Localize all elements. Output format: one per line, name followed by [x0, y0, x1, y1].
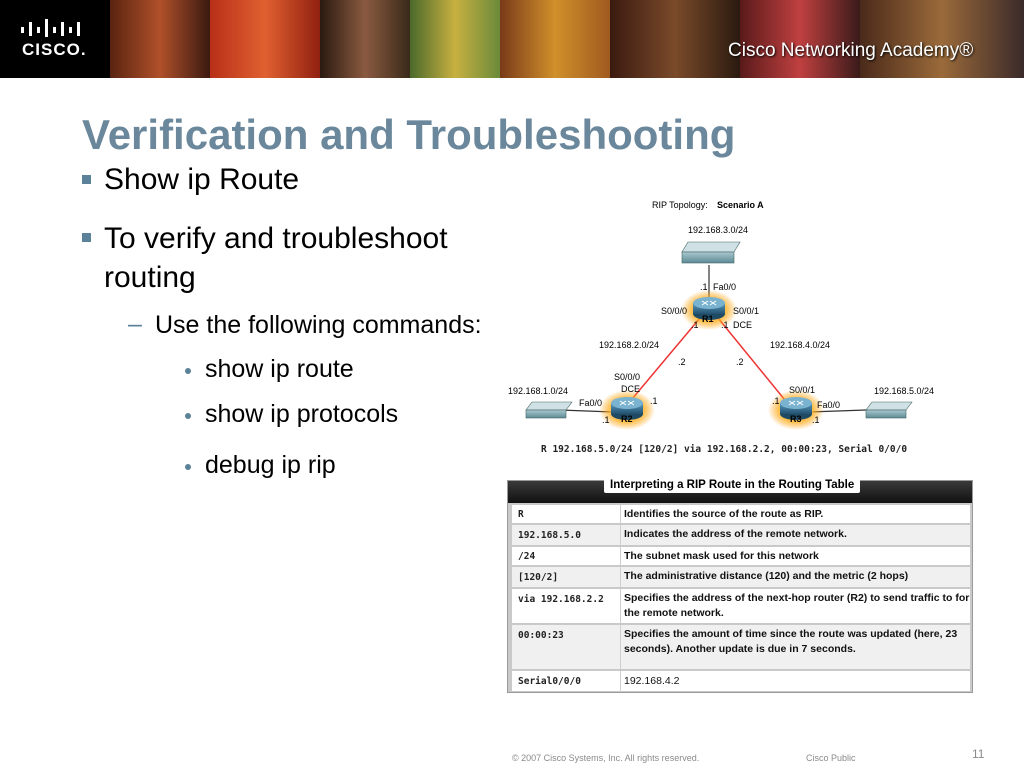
rip-row-key: via 192.168.2.2	[518, 594, 604, 605]
r1-s001-label: S0/0/1	[733, 306, 759, 316]
banner-photo-7	[740, 0, 860, 78]
banner-photo-6	[610, 0, 740, 78]
r1-fa-ip: .1	[700, 282, 708, 292]
column-divider	[620, 505, 621, 523]
bullet-verify-line1: To verify and troubleshoot	[104, 222, 448, 255]
net-label-r1-r2: 192.168.2.0/24	[599, 340, 659, 350]
command-show-ip-route: show ip route	[205, 355, 354, 383]
bullet-square-icon	[82, 233, 91, 242]
column-divider	[620, 671, 621, 691]
net-label-left: 192.168.1.0/24	[508, 386, 568, 396]
command-show-ip-protocols: show ip protocols	[205, 400, 399, 428]
banner-photo-5	[500, 0, 610, 78]
banner-photo-1	[110, 0, 210, 78]
r2-s-ip: .1	[650, 396, 658, 406]
column-divider	[620, 547, 621, 565]
rip-row-key: /24	[518, 551, 536, 562]
column-divider	[620, 625, 621, 669]
banner-photo-3	[320, 0, 410, 78]
r2-dce-label: DCE	[621, 384, 640, 394]
column-divider	[620, 525, 621, 545]
cisco-logo-bars-icon	[21, 19, 80, 37]
column-divider	[620, 589, 621, 623]
rip-row-value: 192.168.4.2	[624, 675, 680, 687]
r3-s-ip: .1	[772, 396, 780, 406]
net-label-right: 192.168.5.0/24	[874, 386, 934, 396]
rip-row-value: Specifies the address of the next-hop ro…	[624, 592, 970, 619]
bullet-square-icon	[82, 175, 91, 184]
rip-row-value: Specifies the amount of time since the r…	[624, 628, 958, 655]
bullet-dot-icon	[185, 368, 191, 374]
table-row: /24 The subnet mask used for this networ…	[512, 547, 970, 565]
bullet-dot-icon	[185, 464, 191, 470]
header-banner: CISCO. Cisco Networking Academy®	[0, 0, 1024, 78]
rip-row-value: The subnet mask used for this network	[624, 550, 819, 562]
r1r3-link-ip: .2	[736, 357, 744, 367]
table-row: 00:00:23 Specifies the amount of time si…	[512, 625, 970, 669]
footer-classification: Cisco Public	[806, 753, 856, 763]
bullet-verify-line2: routing	[104, 261, 196, 294]
rip-row-value: Indicates the address of the remote netw…	[624, 528, 847, 540]
rip-row-key: 192.168.5.0	[518, 530, 581, 541]
r2-fa-ip: .1	[602, 415, 610, 425]
r3-fa-label: Fa0/0	[817, 400, 840, 410]
rip-row-value: The administrative distance (120) and th…	[624, 570, 909, 582]
banner-photo-4	[410, 0, 500, 78]
bullet-show-ip-route: Show ip Route	[104, 163, 300, 196]
router-r2-icon	[599, 390, 655, 430]
rip-row-key: Serial0/0/0	[518, 676, 581, 687]
router-r3-label: R3	[790, 414, 802, 424]
command-debug-ip-rip: debug ip rip	[205, 451, 336, 479]
table-row: via 192.168.2.2 Specifies the address of…	[512, 589, 970, 623]
banner-photo-2	[210, 0, 320, 78]
r1-s001-ip: .1	[721, 320, 729, 330]
footer-copyright: © 2007 Cisco Systems, Inc. All rights re…	[512, 753, 700, 763]
routing-table-command-line: R 192.168.5.0/24 [120/2] via 192.168.2.2…	[541, 444, 908, 455]
table-row: Serial0/0/0 192.168.4.2	[512, 671, 970, 691]
rip-route-table: Interpreting a RIP Route in the Routing …	[507, 477, 973, 693]
rip-row-key: R	[518, 509, 524, 520]
r1r2-link-ip: .2	[678, 357, 686, 367]
slide-title: Verification and Troubleshooting	[82, 111, 736, 158]
table-row: [120/2] The administrative distance (120…	[512, 567, 970, 587]
cisco-logo-text: CISCO.	[22, 40, 87, 59]
switch-left-icon	[525, 401, 573, 419]
r3-s001-label: S0/0/1	[789, 385, 815, 395]
switch-right-icon	[865, 401, 913, 419]
banner-photo-8	[860, 0, 1024, 78]
bullet-dot-icon	[185, 413, 191, 419]
rip-row-key: [120/2]	[518, 572, 559, 583]
academy-label: Cisco Networking Academy®	[728, 40, 974, 61]
topology-title-prefix: RIP Topology:	[652, 200, 708, 210]
rip-row-key: 00:00:23	[518, 630, 564, 641]
table-row: 192.168.5.0 Indicates the address of the…	[512, 525, 970, 545]
r3-fa-ip: .1	[812, 415, 820, 425]
rip-row-value: Identifies the source of the route as RI…	[624, 508, 824, 520]
r2-fa-label: Fa0/0	[579, 398, 602, 408]
rip-topology-diagram: RIP Topology: Scenario A 192.168.3.0/24 …	[508, 200, 934, 430]
router-r2-label: R2	[621, 414, 633, 424]
r2-s000-label: S0/0/0	[614, 372, 640, 382]
switch-top-icon	[681, 241, 741, 264]
r1-s000-ip: .1	[691, 320, 699, 330]
net-label-top: 192.168.3.0/24	[688, 225, 748, 235]
rip-table-title: Interpreting a RIP Route in the Routing …	[604, 477, 861, 493]
cisco-logo: CISCO.	[0, 0, 110, 78]
page-number: 11	[972, 747, 985, 761]
sub-bullet-commands: Use the following commands:	[155, 311, 482, 339]
r1-dce-label: DCE	[733, 320, 752, 330]
router-r1-icon	[681, 290, 737, 330]
column-divider	[620, 567, 621, 587]
router-r3-icon	[768, 390, 824, 430]
net-label-r1-r3: 192.168.4.0/24	[770, 340, 830, 350]
link-r1-r2	[626, 317, 701, 406]
r1-s000-label: S0/0/0	[661, 306, 687, 316]
r1-fa-label: Fa0/0	[713, 282, 736, 292]
link-r1-r3	[717, 317, 790, 406]
bullet-dash-icon: –	[128, 310, 142, 338]
table-row: R Identifies the source of the route as …	[512, 505, 970, 523]
topology-title-scenario: Scenario A	[717, 200, 764, 210]
router-r1-label: R1	[702, 314, 714, 324]
